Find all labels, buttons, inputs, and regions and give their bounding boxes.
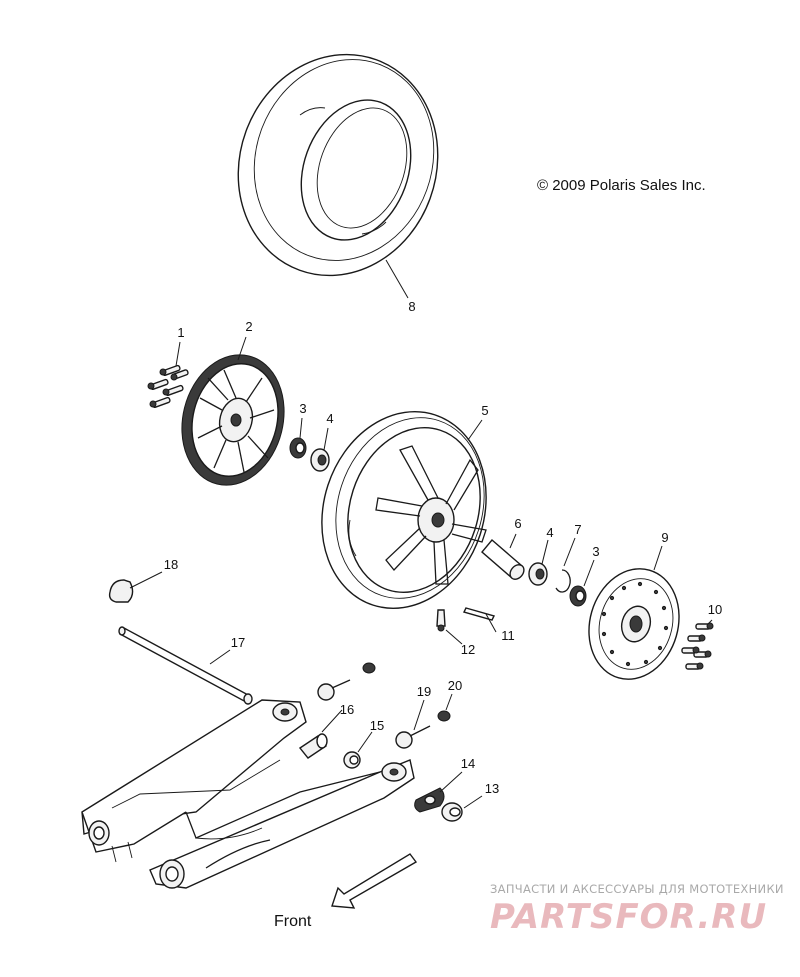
callout-10: 10 [708,602,722,617]
snap-ring[interactable] [555,569,571,593]
callout-4-right: 4 [546,525,553,540]
callout-12: 12 [461,642,475,657]
callout-4-left: 4 [326,411,333,426]
pivot-bolt-bushing[interactable] [395,725,431,749]
leader-lines [129,259,713,809]
callout-16: 16 [340,702,354,717]
bearing-seal-left[interactable] [289,437,307,459]
callout-6: 6 [514,516,521,531]
callout-5: 5 [481,403,488,418]
watermark-brand: PARTSFOR.RU [490,897,767,937]
tire[interactable] [208,26,469,304]
callout-13: 13 [485,781,499,796]
valve-stem[interactable] [436,609,446,632]
callout-1: 1 [177,325,184,340]
wheel-weight[interactable] [462,607,496,621]
nut-upper[interactable] [362,662,376,674]
callout-20: 20 [448,678,462,693]
rear-sprocket[interactable] [169,344,298,496]
pivot-cover-plate[interactable] [414,787,445,813]
callout-3-left: 3 [299,401,306,416]
callout-15: 15 [370,718,384,733]
watermark: ЗАПЧАСТИ И АКСЕССУАРЫ ДЛЯ МОТОТЕХНИКИ PA… [490,882,784,937]
wheel-bearing-right[interactable] [528,562,548,586]
swingarm [81,699,415,889]
front-label: Front [274,913,312,930]
pivot-bushing-lower[interactable] [343,751,361,769]
callout-14: 14 [461,756,475,771]
copyright-notice: © 2009 Polaris Sales Inc. [537,177,706,194]
sprocket-bolts[interactable] [147,364,189,409]
callout-9: 9 [661,530,668,545]
axle-adjuster-block[interactable] [108,579,134,603]
callout-18: 18 [164,557,178,572]
pivot-bushing-13[interactable] [441,802,463,822]
spacer-stud[interactable] [317,679,351,701]
brake-disc[interactable] [576,558,691,690]
nut-20[interactable] [437,710,451,722]
front-direction-arrow [331,853,418,909]
wheel-bearing-left[interactable] [310,448,330,472]
callout-8: 8 [408,299,415,314]
callout-19: 19 [417,684,431,699]
callout-17: 17 [231,635,245,650]
brake-disc-bolts[interactable] [681,622,714,670]
pivot-bushing-upper[interactable] [298,733,328,759]
callout-11: 11 [501,628,515,643]
rear-axle[interactable] [118,626,253,705]
callout-7: 7 [574,522,581,537]
callouts: 8 1 2 3 4 5 6 4 7 3 9 10 11 12 18 17 19 … [164,299,722,796]
watermark-tagline: ЗАПЧАСТИ И АКСЕССУАРЫ ДЛЯ МОТОТЕХНИКИ [490,882,784,896]
bearing-seal-right[interactable] [569,585,587,607]
axle-spacer[interactable] [481,539,527,582]
rear-wheel-rim[interactable] [297,390,511,630]
callout-3-right: 3 [592,544,599,559]
callout-2: 2 [245,319,252,334]
